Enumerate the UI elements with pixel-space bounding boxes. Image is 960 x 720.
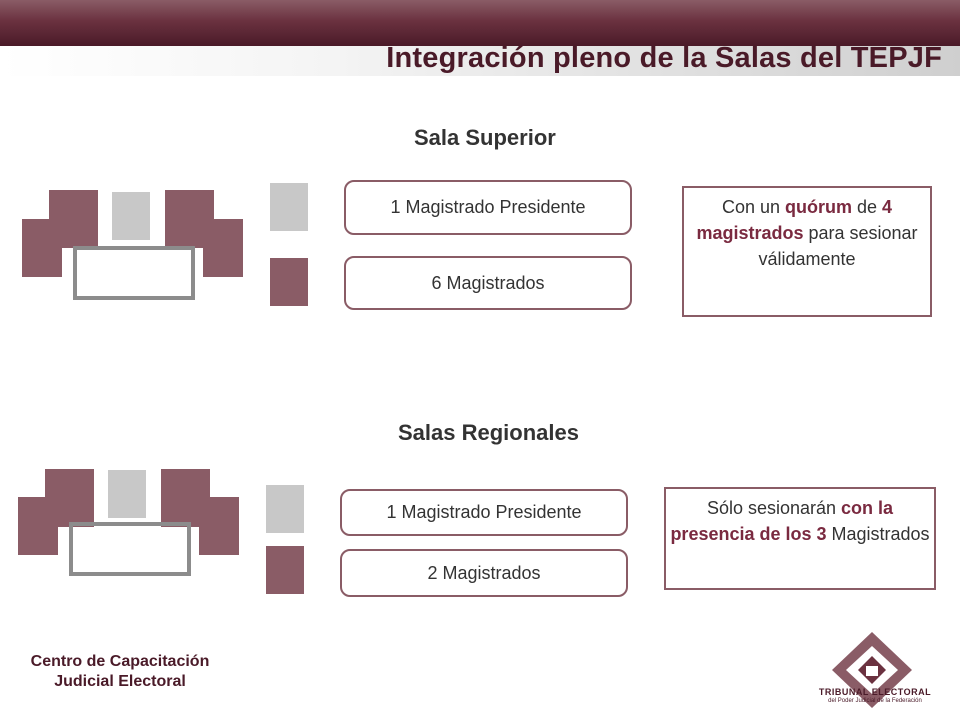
- note-text: de: [852, 197, 883, 217]
- bench-table: [69, 522, 191, 576]
- note-highlight: quórum: [785, 197, 852, 217]
- gray-square-icon: [270, 183, 308, 231]
- note-highlight: 4 magistrados: [696, 197, 893, 243]
- title-band: [0, 46, 960, 76]
- footer-line: Judicial Electoral: [54, 673, 186, 690]
- salas-regionales-heading: Salas Regionales: [398, 420, 579, 445]
- magistrado-seat: [45, 469, 94, 527]
- logo-name: TRIBUNAL ELECTORAL: [818, 687, 932, 697]
- page-title: Integración pleno de la Salas del TEPJF: [386, 42, 942, 74]
- presidente-seat: [112, 192, 150, 240]
- note-text: Con un: [721, 197, 785, 217]
- sala-superior-magistrados-label: 6 Magistrados: [344, 256, 632, 310]
- note-text: para sesionar válidamente: [758, 223, 918, 269]
- note-highlight: con la presencia de los 3: [670, 498, 894, 544]
- salas-regionales-presidente-label: 1 Magistrado Presidente: [340, 489, 628, 536]
- magistrado-seat: [199, 497, 239, 555]
- maroon-square-icon: [270, 258, 308, 306]
- logo-subtitle: del Poder Judicial de la Federación: [828, 698, 922, 704]
- note-text: Sólo sesionarán: [706, 498, 842, 518]
- salas-regionales-magistrados-label: 2 Magistrados: [340, 549, 628, 597]
- magistrado-seat: [49, 190, 98, 248]
- gray-square-icon: [266, 485, 304, 533]
- footer-line: Centro de Capacitación: [30, 653, 210, 670]
- note-text: Magistrados: [826, 524, 930, 544]
- footer-org-name: Centro de Capacitación Judicial Electora…: [20, 652, 220, 692]
- presidente-seat: [108, 470, 146, 518]
- maroon-square-icon: [266, 546, 304, 594]
- sala-superior-presidente-label: 1 Magistrado Presidente: [344, 180, 632, 235]
- sala-superior-heading: Sala Superior: [414, 125, 556, 150]
- salas-regionales-presence-note: Sólo sesionarán con la presencia de los …: [664, 487, 936, 590]
- sala-superior-quorum-note: Con un quórum de 4 magistrados para sesi…: [682, 186, 932, 317]
- tribunal-electoral-logo-icon: [832, 632, 912, 708]
- magistrado-seat: [203, 219, 243, 277]
- header-band: [0, 0, 960, 46]
- bench-table: [73, 246, 195, 300]
